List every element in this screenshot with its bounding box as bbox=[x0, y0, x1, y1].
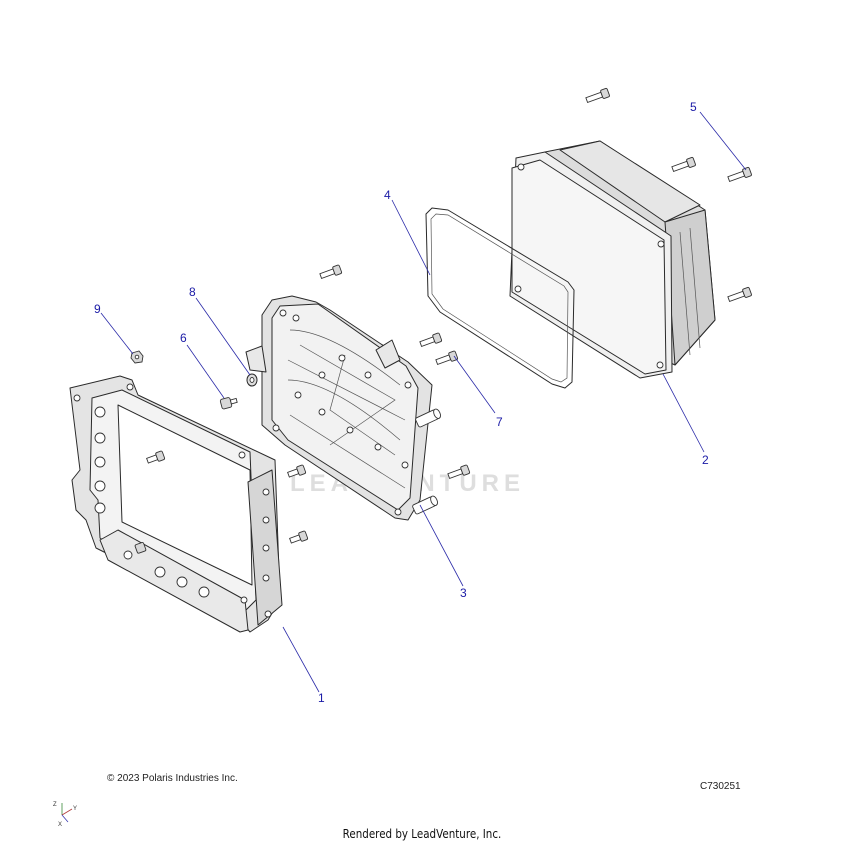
ecu-mounting-bolts bbox=[585, 87, 752, 303]
bolt-icon bbox=[134, 542, 147, 554]
axis-label-x: X bbox=[58, 822, 62, 828]
callout-9: 9 bbox=[94, 302, 101, 316]
callout-8: 8 bbox=[189, 285, 196, 299]
bolt-icon bbox=[727, 286, 752, 303]
callout-7: 7 bbox=[496, 415, 503, 429]
callout-5: 5 bbox=[690, 100, 697, 114]
axis-triad: Z Y X bbox=[53, 802, 77, 828]
callout-numbers: 1 2 3 4 5 6 7 8 9 bbox=[94, 100, 709, 705]
screw-icon bbox=[219, 397, 238, 410]
callout-2: 2 bbox=[702, 453, 709, 467]
bolt-icon bbox=[146, 450, 166, 464]
ecu-module bbox=[509, 140, 716, 379]
bolt-icon bbox=[287, 464, 307, 478]
bolt-icon bbox=[435, 350, 459, 366]
render-credit: Rendered by LeadVenture, Inc. bbox=[342, 827, 502, 841]
washer-icon bbox=[246, 373, 258, 387]
copyright-text: © 2023 Polaris Industries Inc. bbox=[107, 773, 238, 784]
bracket-fasteners bbox=[134, 450, 166, 554]
heat-sink-bolts bbox=[287, 264, 471, 544]
diagram-code: C730251 bbox=[700, 781, 741, 792]
bolt-icon bbox=[289, 530, 309, 544]
coolant-fitting bbox=[412, 495, 438, 515]
bolt-icon bbox=[419, 332, 443, 348]
coolant-fitting bbox=[415, 408, 441, 428]
bolt-icon bbox=[727, 166, 752, 183]
bolt-icon bbox=[319, 264, 343, 280]
bolt-icon bbox=[671, 156, 696, 173]
bolt-icon bbox=[447, 464, 471, 480]
callout-4: 4 bbox=[384, 188, 391, 202]
callout-6: 6 bbox=[180, 331, 187, 345]
axis-label-y: Y bbox=[73, 806, 77, 812]
mounting-bracket bbox=[69, 375, 283, 633]
axis-label-z: Z bbox=[53, 802, 57, 808]
callout-3: 3 bbox=[460, 586, 467, 600]
gasket bbox=[425, 207, 575, 389]
nut-icon bbox=[130, 350, 144, 364]
bolt-icon bbox=[585, 87, 610, 104]
callout-1: 1 bbox=[318, 691, 325, 705]
heat-sink-plate bbox=[245, 295, 441, 521]
leader-lines bbox=[100, 111, 747, 693]
